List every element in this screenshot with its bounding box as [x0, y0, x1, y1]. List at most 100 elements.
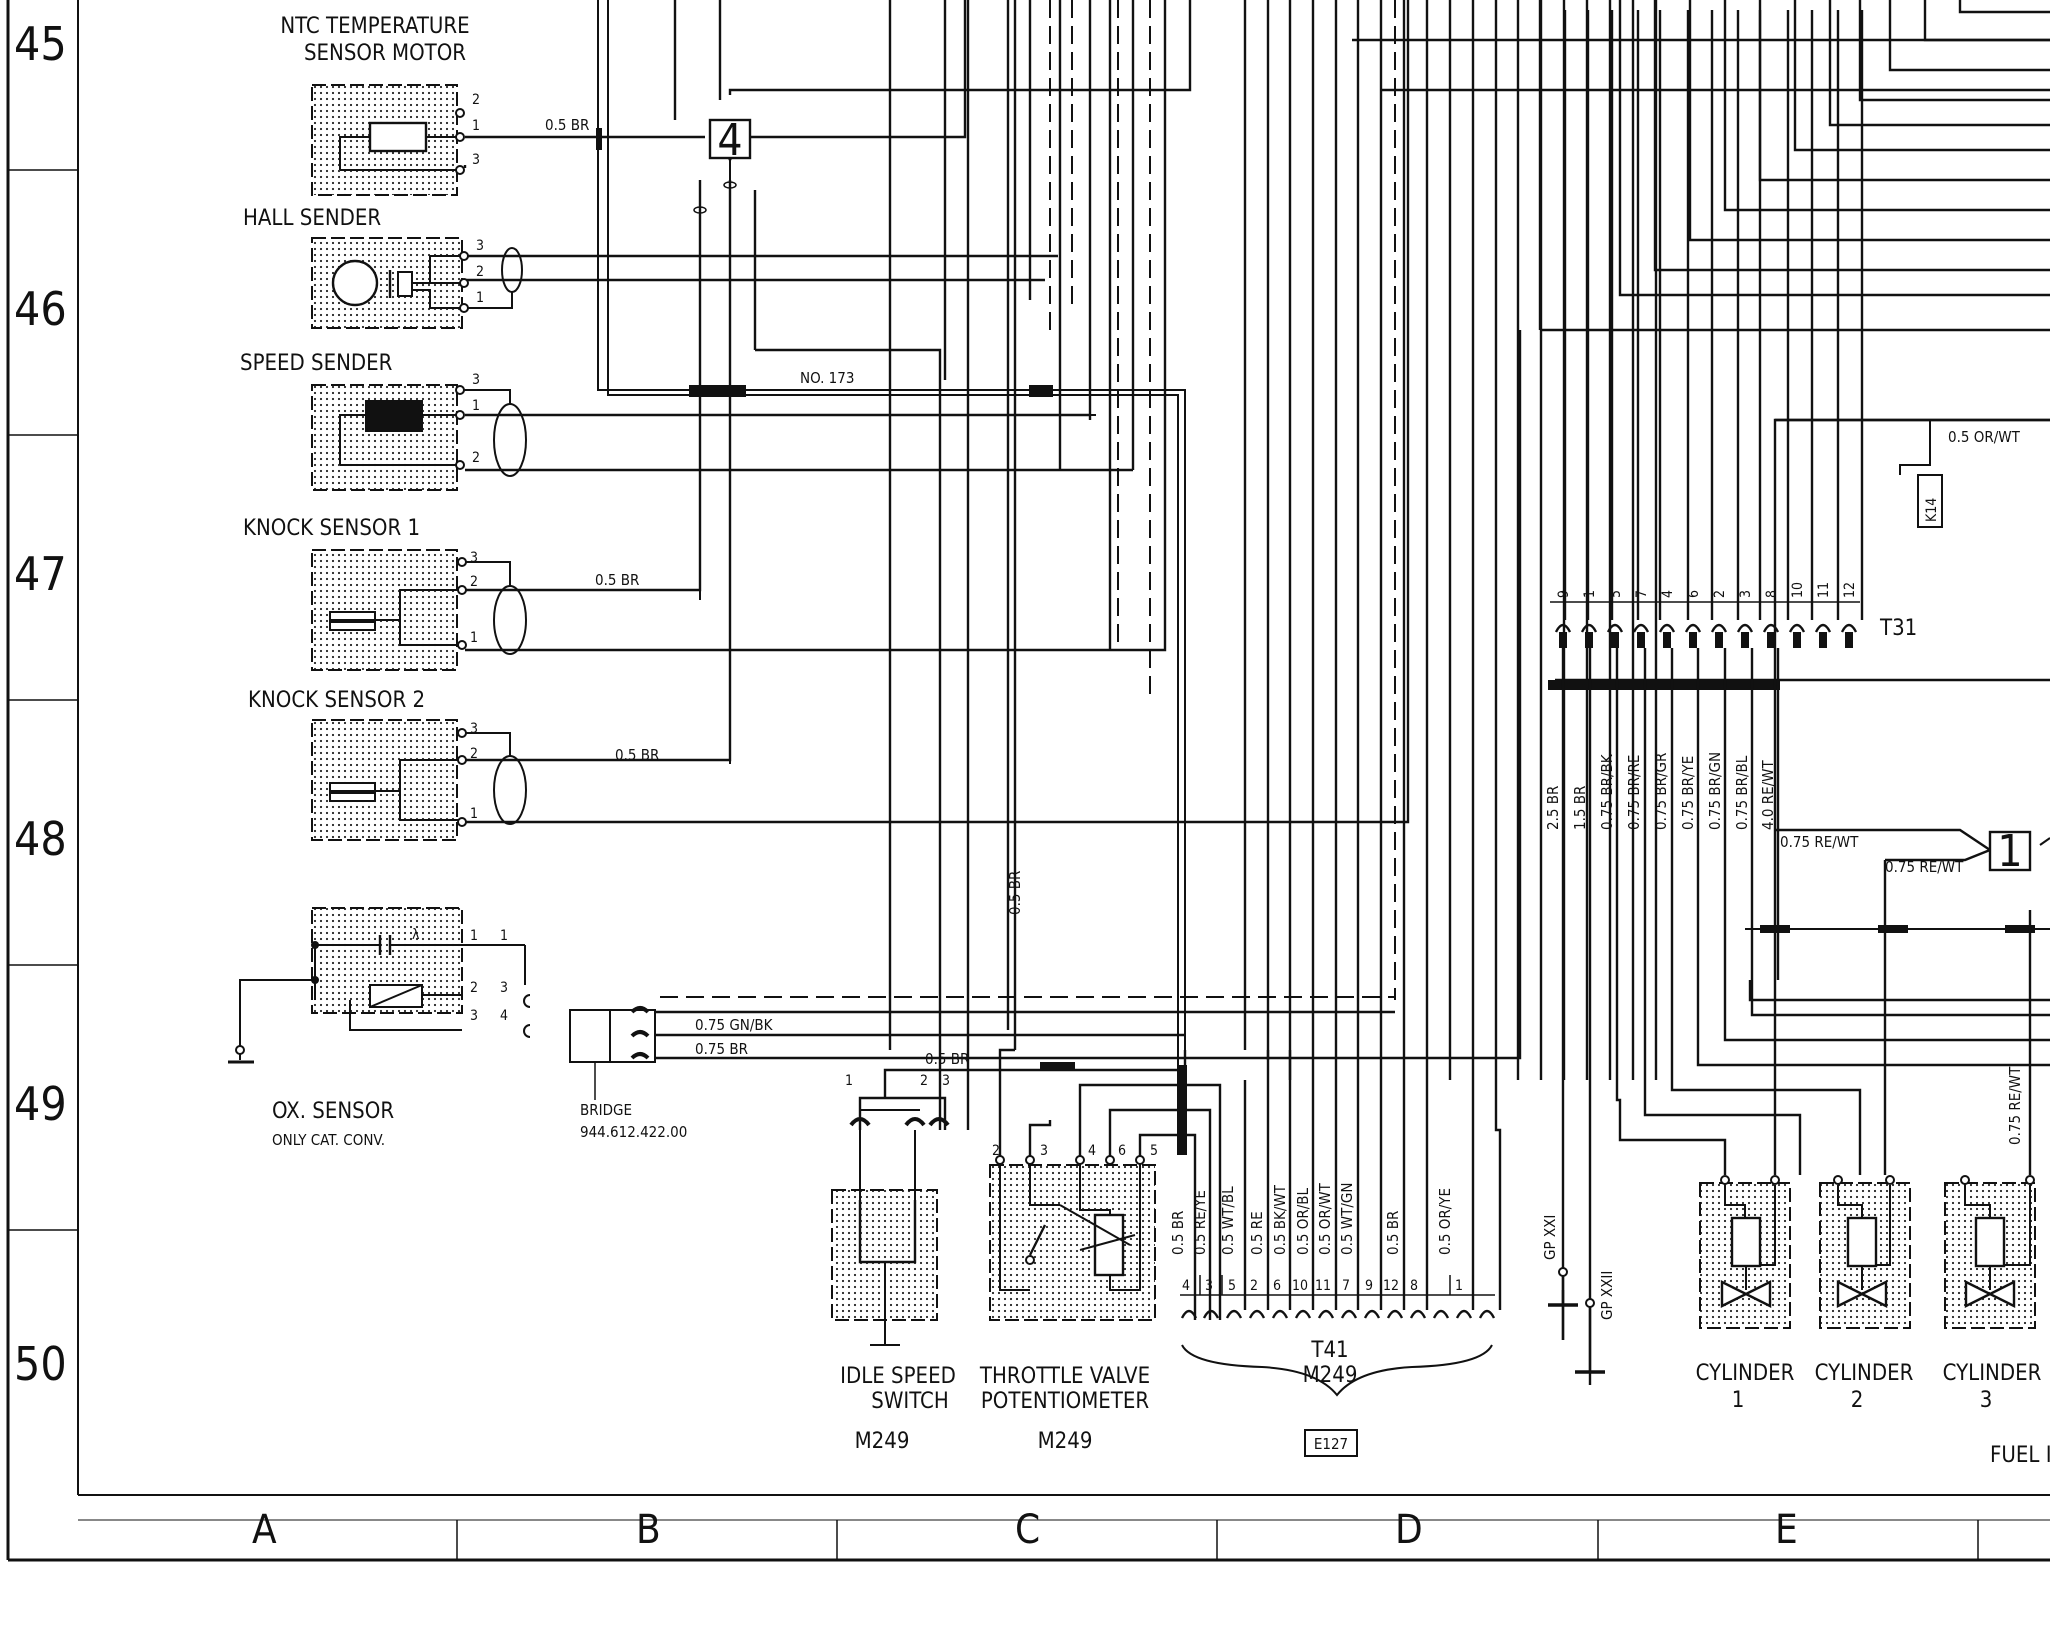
t31-wire-8: 4.0 RE/WT: [1759, 759, 1777, 830]
idle-ref: M249: [855, 1429, 910, 1454]
tvp-ref: M249: [1038, 1429, 1093, 1454]
ox-pin-1: 1: [470, 928, 478, 944]
row-label-47: 47: [14, 547, 67, 601]
t31-pin-2: 2: [1712, 590, 1728, 598]
t31-pin-3: 3: [1738, 590, 1754, 598]
tvp-pin-5: 5: [1150, 1143, 1158, 1159]
ox-pin-outer-3: 3: [500, 980, 508, 996]
row-labels: 45 46 47 48 49 50: [14, 17, 67, 1391]
t41-wire-6: 0.5 OR/WT: [1316, 1182, 1334, 1255]
t31-wire-1: 1.5 BR: [1571, 786, 1589, 830]
idle-title-line2: SWITCH: [871, 1389, 948, 1414]
t31-pin-6: 6: [1686, 590, 1702, 598]
hall-title: HALL SENDER: [243, 206, 381, 231]
bridge: 0.75 GN/BK 0.75 BR BRIDGE 944.612.422.00: [569, 330, 1522, 1141]
t41-wire-0: 0.5 BR: [1169, 1211, 1187, 1255]
ntc-temperature-sensor: NTC TEMPERATURE SENSOR MOTOR 2 1 3 0.5 B…: [280, 14, 602, 196]
knock1-wire-label: 0.5 BR: [595, 571, 639, 589]
t41-wire-1: 0.5 RE/YE: [1191, 1190, 1209, 1255]
speed-sender: SPEED SENDER 3 1 2: [240, 351, 527, 491]
junction-4: 4: [693, 115, 942, 1130]
t41-ref: M249: [1303, 1363, 1358, 1388]
t41-pin-8: 8: [1410, 1278, 1418, 1294]
ox-pin-3: 3: [470, 1008, 478, 1024]
hall-pin-3: 3: [476, 238, 484, 254]
t41-pin-9: 9: [1365, 1278, 1373, 1294]
tvp-pin-6: 6: [1118, 1143, 1126, 1159]
t31-pin-9: 9: [1556, 590, 1572, 598]
column-label-d: D: [1395, 1507, 1423, 1553]
t31-wire-6: 0.75 BR/GN: [1706, 752, 1724, 830]
column-label-b: B: [636, 1507, 661, 1553]
cylinder-3-number: 3: [1980, 1388, 1993, 1413]
t31-pin-1: 1: [1582, 590, 1598, 598]
frame: [6, 0, 2050, 1562]
wire-bundle: [673, 0, 1864, 1130]
gnbk-wire-label: 0.75 GN/BK: [695, 1016, 774, 1034]
cylinder-2: CYLINDER 2: [1815, 1175, 1914, 1413]
ox-subtitle: ONLY CAT. CONV.: [272, 1131, 385, 1149]
t31-pin-5: 5: [1608, 590, 1624, 598]
knock1-pin-2: 2: [470, 574, 478, 590]
knock1-title: KNOCK SENSOR 1: [243, 516, 420, 541]
throttle-valve-potentiometer: 2 3 4 6 5 THROTTLE VALVE POTENTIOMETER M…: [979, 1048, 1222, 1454]
vertical-c-wire-label: 0.5 BR: [1006, 871, 1024, 915]
ox-lambda: λ: [412, 927, 420, 943]
junction-1-label: 1: [1997, 826, 2022, 877]
ntc-pin-3: 3: [472, 152, 480, 168]
tvp-pin-3: 3: [1040, 1143, 1048, 1159]
knock1-pin-1: 1: [470, 630, 478, 646]
cylinder-1: CYLINDER 1: [1696, 1175, 1795, 1413]
speed-title: SPEED SENDER: [240, 351, 393, 376]
junction-1: 1 0.75 RE/WT 0.75 RE/WT 0.75 RE/WT: [1745, 826, 2050, 1175]
row-label-46: 46: [14, 282, 67, 336]
ox-sensor: λ 1 2 3 1 3 4 OX. SENSOR ONLY CAT. CONV.: [228, 907, 531, 1149]
gp-xxii-label: GP XXII: [1598, 1271, 1616, 1320]
t31-pin-7: 7: [1634, 590, 1650, 598]
k14-label: K14: [1924, 498, 1940, 522]
t41-pin-3: 3: [1205, 1278, 1213, 1294]
t31-wire-3: 0.75 BR/RE: [1625, 755, 1643, 830]
knock-sensor-2: KNOCK SENSOR 2 3 2 1 0.5 BR: [248, 688, 659, 841]
speed-pin-3: 3: [472, 372, 480, 388]
tvp-title-line2: POTENTIOMETER: [981, 1389, 1150, 1414]
t41-wire-4: 0.5 BK/WT: [1271, 1184, 1289, 1255]
t41-wire-8: 0.5 BR: [1384, 1211, 1402, 1255]
t41-pin-4: 4: [1182, 1278, 1190, 1294]
bridge-title: BRIDGE: [580, 1101, 632, 1119]
ntc-title-line2: SENSOR MOTOR: [304, 41, 466, 66]
ox-title: OX. SENSOR: [272, 1099, 394, 1124]
ntc-title-line1: NTC TEMPERATURE: [280, 14, 469, 39]
tvp-pin-2: 2: [992, 1143, 1000, 1159]
br075-wire-label: 0.75 BR: [695, 1040, 748, 1058]
t31-pin-4: 4: [1660, 590, 1676, 598]
cylinder-3-label: CYLINDER: [1943, 1361, 2042, 1386]
column-label-c: C: [1015, 1507, 1040, 1553]
row-label-45: 45: [14, 17, 67, 71]
knock1-pin-3: 3: [470, 550, 478, 566]
t41-wire-3: 0.5 RE: [1248, 1211, 1266, 1255]
ox-pin-outer-1: 1: [500, 928, 508, 944]
t31-wire-5: 0.75 BR/YE: [1679, 756, 1697, 830]
shield-lines: [480, 0, 1396, 1000]
t41-pin-1: 1: [1455, 1278, 1463, 1294]
t31-wire-2: 0.75 BR/BK: [1598, 753, 1616, 830]
hall-pin-1: 1: [476, 290, 484, 306]
t41-pin-6: 6: [1273, 1278, 1281, 1294]
row-label-48: 48: [14, 812, 67, 866]
t41-pin-12: 12: [1383, 1278, 1399, 1294]
cylinder-2-number: 2: [1851, 1388, 1864, 1413]
ox-pin-outer-4: 4: [500, 1008, 508, 1024]
knock2-title: KNOCK SENSOR 2: [248, 688, 425, 713]
t41-name: T41: [1310, 1338, 1348, 1363]
t41-pin-2: 2: [1250, 1278, 1258, 1294]
horizontal-feeders: [1352, 0, 2050, 682]
knock-sensor-1: KNOCK SENSOR 1 3 2 1 0.5 BR: [243, 516, 639, 671]
sensor-wires: [463, 0, 1542, 824]
ntc-wire-label: 0.5 BR: [545, 116, 589, 134]
t41-wire-7: 0.5 WT/GN: [1338, 1183, 1356, 1255]
t31-pin-11: 11: [1816, 582, 1832, 598]
knock2-pin-2: 2: [470, 746, 478, 762]
tvp-pin-4: 4: [1088, 1143, 1096, 1159]
speed-pin-1: 1: [472, 398, 480, 414]
